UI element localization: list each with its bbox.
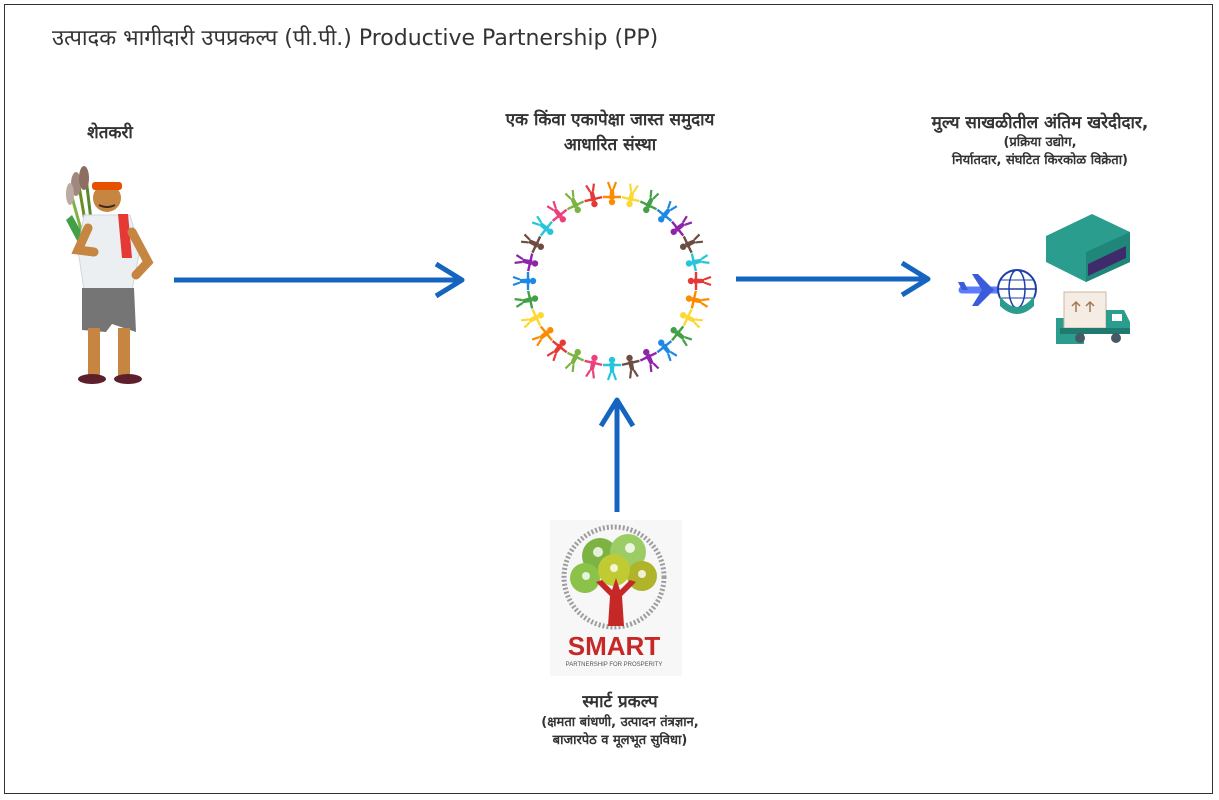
ring-person-icon <box>546 339 568 362</box>
smart-label: स्मार्ट प्रकल्प (क्षमता बांधणी, उत्पादन … <box>470 690 770 750</box>
ring-person-icon <box>514 290 539 309</box>
arrow-cbo-to-buyer <box>736 260 931 298</box>
arrow-smart-to-cbo <box>598 397 636 512</box>
diagram-frame <box>4 4 1213 794</box>
ring-person-icon <box>639 348 660 373</box>
ring-person-icon <box>603 181 621 206</box>
ring-person-icon <box>531 325 554 347</box>
ring-person-icon <box>603 356 621 381</box>
buyer-label: मुल्य साखळीतील अंतिम खरेदीदार, (प्रक्रिय… <box>850 112 1219 170</box>
arrow-farmer-to-cbo <box>174 261 465 299</box>
ring-person-icon <box>584 354 603 379</box>
cbo-label-line1: एक किंवा एकापेक्षा जास्त समुदाय <box>505 110 715 130</box>
cbo-label: एक किंवा एकापेक्षा जास्त समुदाय आधारित स… <box>420 108 800 158</box>
ring-person-icon <box>685 290 710 309</box>
buyer-label-line2: (प्रक्रिया उद्योग, <box>1003 135 1077 150</box>
ring-person-icon <box>564 189 585 214</box>
ring-person-icon <box>621 183 640 208</box>
people-ring-icon <box>512 181 712 381</box>
warehouse-icon <box>1046 214 1130 282</box>
smart-logo-tagline: PARTNERSHIP FOR PROSPERITY <box>566 662 663 668</box>
ring-person-icon <box>670 215 693 237</box>
ring-person-icon <box>520 233 545 254</box>
ring-person-icon <box>512 272 537 290</box>
ring-person-icon <box>656 339 678 362</box>
globe-icon <box>997 269 1037 314</box>
smart-label-main: स्मार्ट प्रकल्प <box>582 692 658 712</box>
truck-icon <box>1060 291 1130 343</box>
airplane-icon <box>958 274 1008 306</box>
smart-label-sub-line2: बाजारपेठ व मूलभूत सुविधा) <box>552 733 688 748</box>
smart-label-sub-line1: (क्षमता बांधणी, उत्पादन तंत्रज्ञान, <box>541 715 699 730</box>
farmer-icon <box>66 166 154 384</box>
buyer-label-line3: निर्यातदार, संघटित किरकोळ विक्रेता) <box>952 153 1128 168</box>
smart-logo-text: SMART <box>568 631 661 661</box>
cbo-label-line2: आधारित संस्था <box>563 135 657 155</box>
ring-person-icon <box>531 215 554 237</box>
ring-person-icon <box>687 272 712 290</box>
ring-person-icon <box>656 200 678 223</box>
ring-person-icon <box>514 253 539 272</box>
ring-person-icon <box>584 183 603 208</box>
ring-person-icon <box>670 325 693 347</box>
ring-person-icon <box>639 189 660 214</box>
diagram-title: उत्पादक भागीदारी उपप्रकल्प (पी.पी.) Prod… <box>52 26 659 51</box>
ring-person-icon <box>685 253 710 272</box>
ring-person-icon <box>546 200 568 223</box>
smart-logo-icon: SMART PARTNERSHIP FOR PROSPERITY <box>550 520 682 676</box>
buyer-label-line1: मुल्य साखळीतील अंतिम खरेदीदार, <box>931 113 1149 133</box>
ring-person-icon <box>679 308 704 329</box>
ring-person-icon <box>520 308 545 329</box>
ring-person-icon <box>679 233 704 254</box>
ring-person-icon <box>621 354 640 379</box>
farmer-label: शेतकरी <box>87 123 133 143</box>
ring-person-icon <box>564 348 585 373</box>
